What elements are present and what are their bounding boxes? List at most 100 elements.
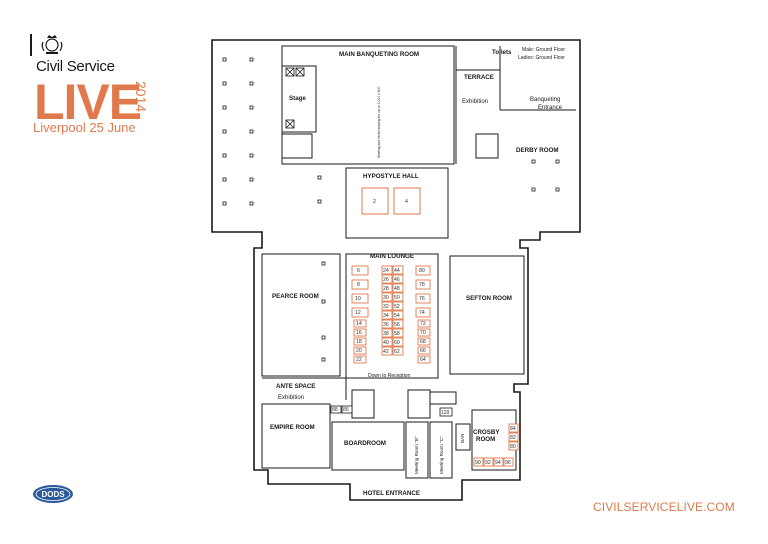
ante-stands: 88 86 118 — [330, 405, 453, 417]
stand-number: 74 — [419, 310, 425, 316]
stand-box[interactable] — [415, 279, 431, 290]
column-markers — [222, 57, 560, 362]
stand-box[interactable] — [417, 355, 431, 364]
stand-box[interactable] — [353, 328, 367, 337]
stand-number: 72 — [420, 321, 426, 327]
stand-box[interactable] — [417, 319, 431, 328]
bar-label: BAR — [460, 433, 465, 443]
stand-number: 36 — [383, 322, 389, 328]
stand-box[interactable] — [361, 187, 389, 215]
stand-box[interactable] — [503, 457, 514, 467]
banqueting-entrance-label-2: Entrance — [538, 105, 563, 111]
event-title: LIVE — [34, 74, 142, 130]
stand-number: 84 — [510, 426, 516, 432]
stand-number: 76 — [419, 296, 425, 302]
stand-number: 24 — [383, 268, 389, 274]
stand-box[interactable] — [415, 265, 431, 276]
stand-number: 68 — [420, 339, 426, 345]
outer-walls — [211, 39, 581, 501]
derby-room-label: DERBY ROOM — [516, 147, 559, 154]
stand-number: 4 — [405, 199, 408, 205]
stand-box[interactable] — [351, 279, 369, 290]
stand-box[interactable] — [417, 328, 431, 337]
stand-number: 70 — [420, 330, 426, 336]
stand-box[interactable] — [381, 274, 393, 284]
stand-box[interactable] — [392, 301, 404, 311]
crosby-room-label: CROSBY — [473, 429, 500, 436]
stand-box[interactable] — [392, 328, 404, 338]
stand-number: 40 — [383, 340, 389, 346]
stand-box[interactable] — [353, 337, 367, 346]
stand-box[interactable] — [473, 457, 484, 467]
lounge-right-stands: 80 78 76 74 72 70 68 66 64 — [415, 265, 431, 364]
stand-box[interactable] — [381, 346, 393, 356]
stand-box[interactable] — [392, 319, 404, 329]
stand-box[interactable] — [439, 407, 453, 417]
stand-number: 34 — [383, 313, 389, 319]
stand-box[interactable] — [483, 457, 494, 467]
stand-number: 16 — [356, 330, 362, 336]
stand-box[interactable] — [415, 293, 431, 304]
stand-box[interactable] — [381, 292, 393, 302]
terrace-exhibition-label: Exhibition — [462, 99, 488, 105]
stand-number: 44 — [394, 268, 400, 274]
stand-number: 18 — [356, 339, 362, 345]
stand-box[interactable] — [508, 441, 519, 451]
stand-box[interactable] — [381, 310, 393, 320]
stand-box[interactable] — [415, 307, 431, 318]
stand-box[interactable] — [417, 337, 431, 346]
stand-box[interactable] — [381, 301, 393, 311]
stand-box[interactable] — [351, 307, 369, 318]
stand-box[interactable] — [417, 346, 431, 355]
stand-box[interactable] — [381, 328, 393, 338]
stand-box[interactable] — [392, 265, 404, 275]
stand-number: 88 — [332, 407, 338, 413]
dods-logo-text: DODS — [41, 490, 65, 499]
stand-box[interactable] — [508, 423, 519, 433]
stand-number: 2 — [373, 199, 376, 205]
stand-box[interactable] — [330, 405, 342, 414]
lounge-mid-a-stands: 24 26 28 30 32 34 36 38 40 42 — [381, 265, 393, 356]
stand-box[interactable] — [353, 346, 367, 355]
stand-box[interactable] — [392, 310, 404, 320]
stand-number: 80 — [510, 444, 516, 450]
stand-box[interactable] — [381, 265, 393, 275]
stand-number: 10 — [355, 296, 361, 302]
stand-box[interactable] — [381, 337, 393, 347]
lounge-left-stands: 6 8 10 12 14 16 18 20 22 — [351, 265, 369, 364]
website-link[interactable]: CIVILSERVICELIVE.COM — [593, 500, 735, 514]
crosby-stands: 84 82 80 90 92 94 96 — [473, 423, 519, 467]
inner-walls — [261, 45, 576, 501]
stand-box[interactable] — [393, 187, 421, 215]
ante-exhibition-label: Exhibition — [278, 395, 304, 401]
stand-number: 28 — [383, 286, 389, 292]
toilets-label: Toilets — [492, 49, 512, 56]
stand-box[interactable] — [351, 293, 369, 304]
stand-box[interactable] — [353, 319, 367, 328]
stand-box[interactable] — [351, 265, 369, 276]
stand-box[interactable] — [392, 346, 404, 356]
stand-box[interactable] — [392, 337, 404, 347]
stand-number: 38 — [383, 331, 389, 337]
event-location-date: Liverpool 25 June — [33, 120, 136, 135]
stand-box[interactable] — [392, 274, 404, 284]
stand-box[interactable] — [341, 405, 353, 414]
stage-access-markers — [285, 67, 305, 129]
stand-number: 48 — [394, 286, 400, 292]
hypostyle-stands: 2 4 — [361, 187, 421, 215]
stand-box[interactable] — [353, 355, 367, 364]
dods-logo: DODS — [33, 485, 73, 503]
stand-box[interactable] — [381, 283, 393, 293]
stand-box[interactable] — [381, 319, 393, 329]
stand-box[interactable] — [392, 283, 404, 293]
stand-number: 92 — [485, 460, 491, 466]
stand-number: 90 — [475, 460, 481, 466]
stand-box[interactable] — [493, 457, 504, 467]
hypostyle-hall-label: HYPOSTYLE HALL — [363, 173, 419, 180]
stand-number: 14 — [356, 321, 362, 327]
stand-box[interactable] — [508, 432, 519, 442]
stand-box[interactable] — [392, 292, 404, 302]
main-lounge-label: MAIN LOUNGE — [370, 253, 414, 260]
sefton-room-label: SEFTON ROOM — [466, 295, 512, 302]
crest-divider — [30, 34, 32, 56]
